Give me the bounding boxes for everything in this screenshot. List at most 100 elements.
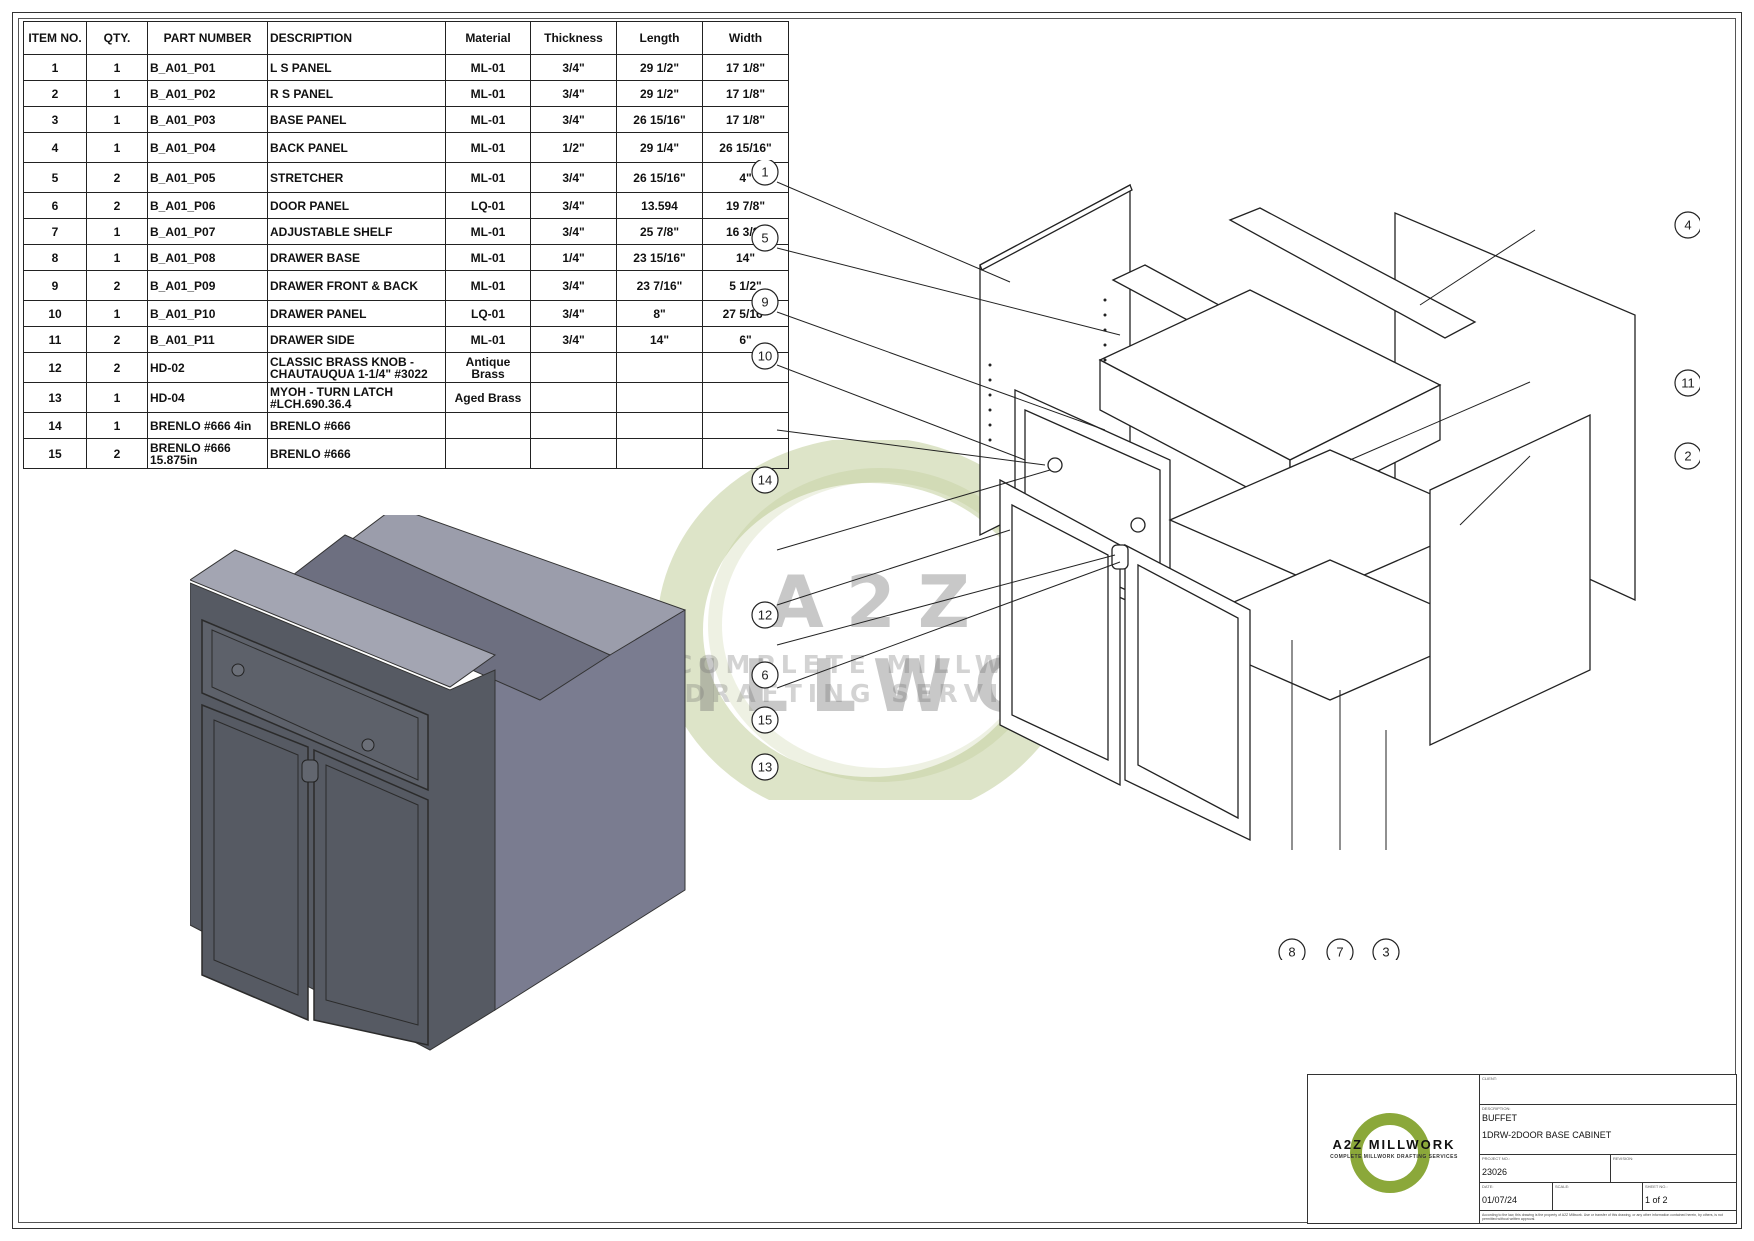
col-qty: QTY. <box>86 21 148 55</box>
balloon-label: 7 <box>1336 945 1343 960</box>
balloon-label: 2 <box>1684 449 1691 464</box>
col-width: Width <box>702 21 789 55</box>
balloon-circle <box>751 224 779 252</box>
bom-cell-length: 25 7/8" <box>616 218 703 245</box>
balloon-8: 8 <box>1278 938 1306 960</box>
bom-cell-part-number: HD-02 <box>147 352 268 383</box>
bom-cell-part-number: B_A01_P07 <box>147 218 268 245</box>
bom-cell-part-number: BRENLO #666 4in <box>147 412 268 439</box>
balloon-circle <box>1674 369 1700 397</box>
balloon-circle <box>1278 938 1306 960</box>
balloon-label: 9 <box>761 295 768 310</box>
tb-sheet-no: SHEET NO.: 1 of 2 <box>1642 1183 1736 1211</box>
left-door <box>201 703 309 1022</box>
bom-cell-description: DRAWER PANEL <box>267 300 446 327</box>
bom-cell-thickness: 1/2" <box>530 132 617 163</box>
bom-cell-width: 14" <box>702 244 789 271</box>
bom-cell-length: 26 15/16" <box>616 162 703 193</box>
bom-cell-qty: 1 <box>86 244 148 271</box>
bom-cell-qty: 1 <box>86 54 148 81</box>
bom-cell-length <box>616 352 703 383</box>
balloon-label: 5 <box>761 231 768 246</box>
bom-cell-thickness: 3/4" <box>530 162 617 193</box>
part-door-left-frame <box>1011 503 1109 762</box>
bom-cell-part-number: B_A01_P10 <box>147 300 268 327</box>
bom-cell-description: BASE PANEL <box>267 106 446 133</box>
bom-cell-description: BRENLO #666 <box>267 438 446 469</box>
bom-cell-length: 29 1/2" <box>616 54 703 81</box>
bom-cell-material: ML-01 <box>445 244 531 271</box>
bom-cell-part-number: BRENLO #666 15.875in <box>147 438 268 469</box>
drawer-inner-frame <box>211 629 419 781</box>
bom-cell-qty: 1 <box>86 218 148 245</box>
bom-cell-item-no: 2 <box>23 80 87 107</box>
bom-cell-item-no: 6 <box>23 192 87 219</box>
logo-ring <box>1350 1113 1430 1193</box>
tb-client-label: CLIENT: <box>1482 1076 1497 1081</box>
bom-cell-qty: 1 <box>86 412 148 439</box>
bom-cell-material: ML-01 <box>445 162 531 193</box>
bom-cell-description: DRAWER SIDE <box>267 326 446 353</box>
bom-cell-material: ML-01 <box>445 326 531 353</box>
balloon-label: 6 <box>761 668 768 683</box>
tb-legal-note: According to the law, this drawing is th… <box>1482 1213 1723 1221</box>
bom-cell-item-no: 10 <box>23 300 87 327</box>
bom-cell-part-number: HD-04 <box>147 382 268 413</box>
bom-cell-material: LQ-01 <box>445 192 531 219</box>
balloon-3: 3 <box>1372 938 1400 960</box>
front-stretcher <box>190 549 497 688</box>
bom-cell-length: 23 15/16" <box>616 244 703 271</box>
bom-cell-material: Aged Brass <box>445 382 531 413</box>
col-item-no: ITEM NO. <box>23 21 87 55</box>
bom-cell-material: ML-01 <box>445 132 531 163</box>
bom-cell-item-no: 12 <box>23 352 87 383</box>
bom-cell-length <box>616 412 703 439</box>
bom-cell-length: 23 7/16" <box>616 270 703 301</box>
bom-cell-part-number: B_A01_P05 <box>147 162 268 193</box>
right-door <box>313 748 429 1046</box>
turn-latch <box>301 759 319 783</box>
bom-cell-length <box>616 382 703 413</box>
balloon-circle <box>751 288 779 316</box>
bom-cell-thickness <box>530 412 617 439</box>
title-block: A2Z MILLWORK COMPLETE MILLWORK DRAFTING … <box>1307 1074 1737 1224</box>
tb-project-no: PROJECT NO.: 23026 <box>1480 1155 1610 1183</box>
bom-cell-item-no: 3 <box>23 106 87 133</box>
tb-project-no-value: 23026 <box>1482 1167 1508 1177</box>
tb-client: CLIENT: <box>1480 1075 1736 1105</box>
balloon-label: 1 <box>761 165 768 180</box>
tb-description-label: DESCRIPTION: <box>1482 1106 1511 1111</box>
tb-sheet-no-value: 1 of 2 <box>1645 1195 1668 1205</box>
bom-cell-thickness: 3/4" <box>530 218 617 245</box>
bom-cell-description: STRETCHER <box>267 162 446 193</box>
balloon-circle <box>751 706 779 734</box>
balloon-5: 5 <box>751 224 779 252</box>
bom-cell-material: LQ-01 <box>445 300 531 327</box>
bom-cell-length: 26 15/16" <box>616 106 703 133</box>
leader-lines <box>776 181 1536 850</box>
bom-cell-thickness: 3/4" <box>530 106 617 133</box>
bom-cell-width: 26 15/16" <box>702 132 789 163</box>
bom-cell-qty: 1 <box>86 80 148 107</box>
bom-cell-length: 8" <box>616 300 703 327</box>
bom-cell-thickness: 1/4" <box>530 244 617 271</box>
bom-cell-material: ML-01 <box>445 270 531 301</box>
bom-cell-length: 13.594 <box>616 192 703 219</box>
bom-cell-material <box>445 438 531 469</box>
bom-cell-width: 17 1/8" <box>702 54 789 81</box>
bom-cell-thickness: 3/4" <box>530 300 617 327</box>
bom-cell-qty: 1 <box>86 132 148 163</box>
bom-cell-qty: 2 <box>86 438 148 469</box>
col-part-number: PART NUMBER <box>147 21 268 55</box>
bom-header-row: ITEM NO. QTY. PART NUMBER DESCRIPTION Ma… <box>23 21 789 55</box>
bom-cell-description: DRAWER FRONT & BACK <box>267 270 446 301</box>
bom-cell-description: BRENLO #666 <box>267 412 446 439</box>
